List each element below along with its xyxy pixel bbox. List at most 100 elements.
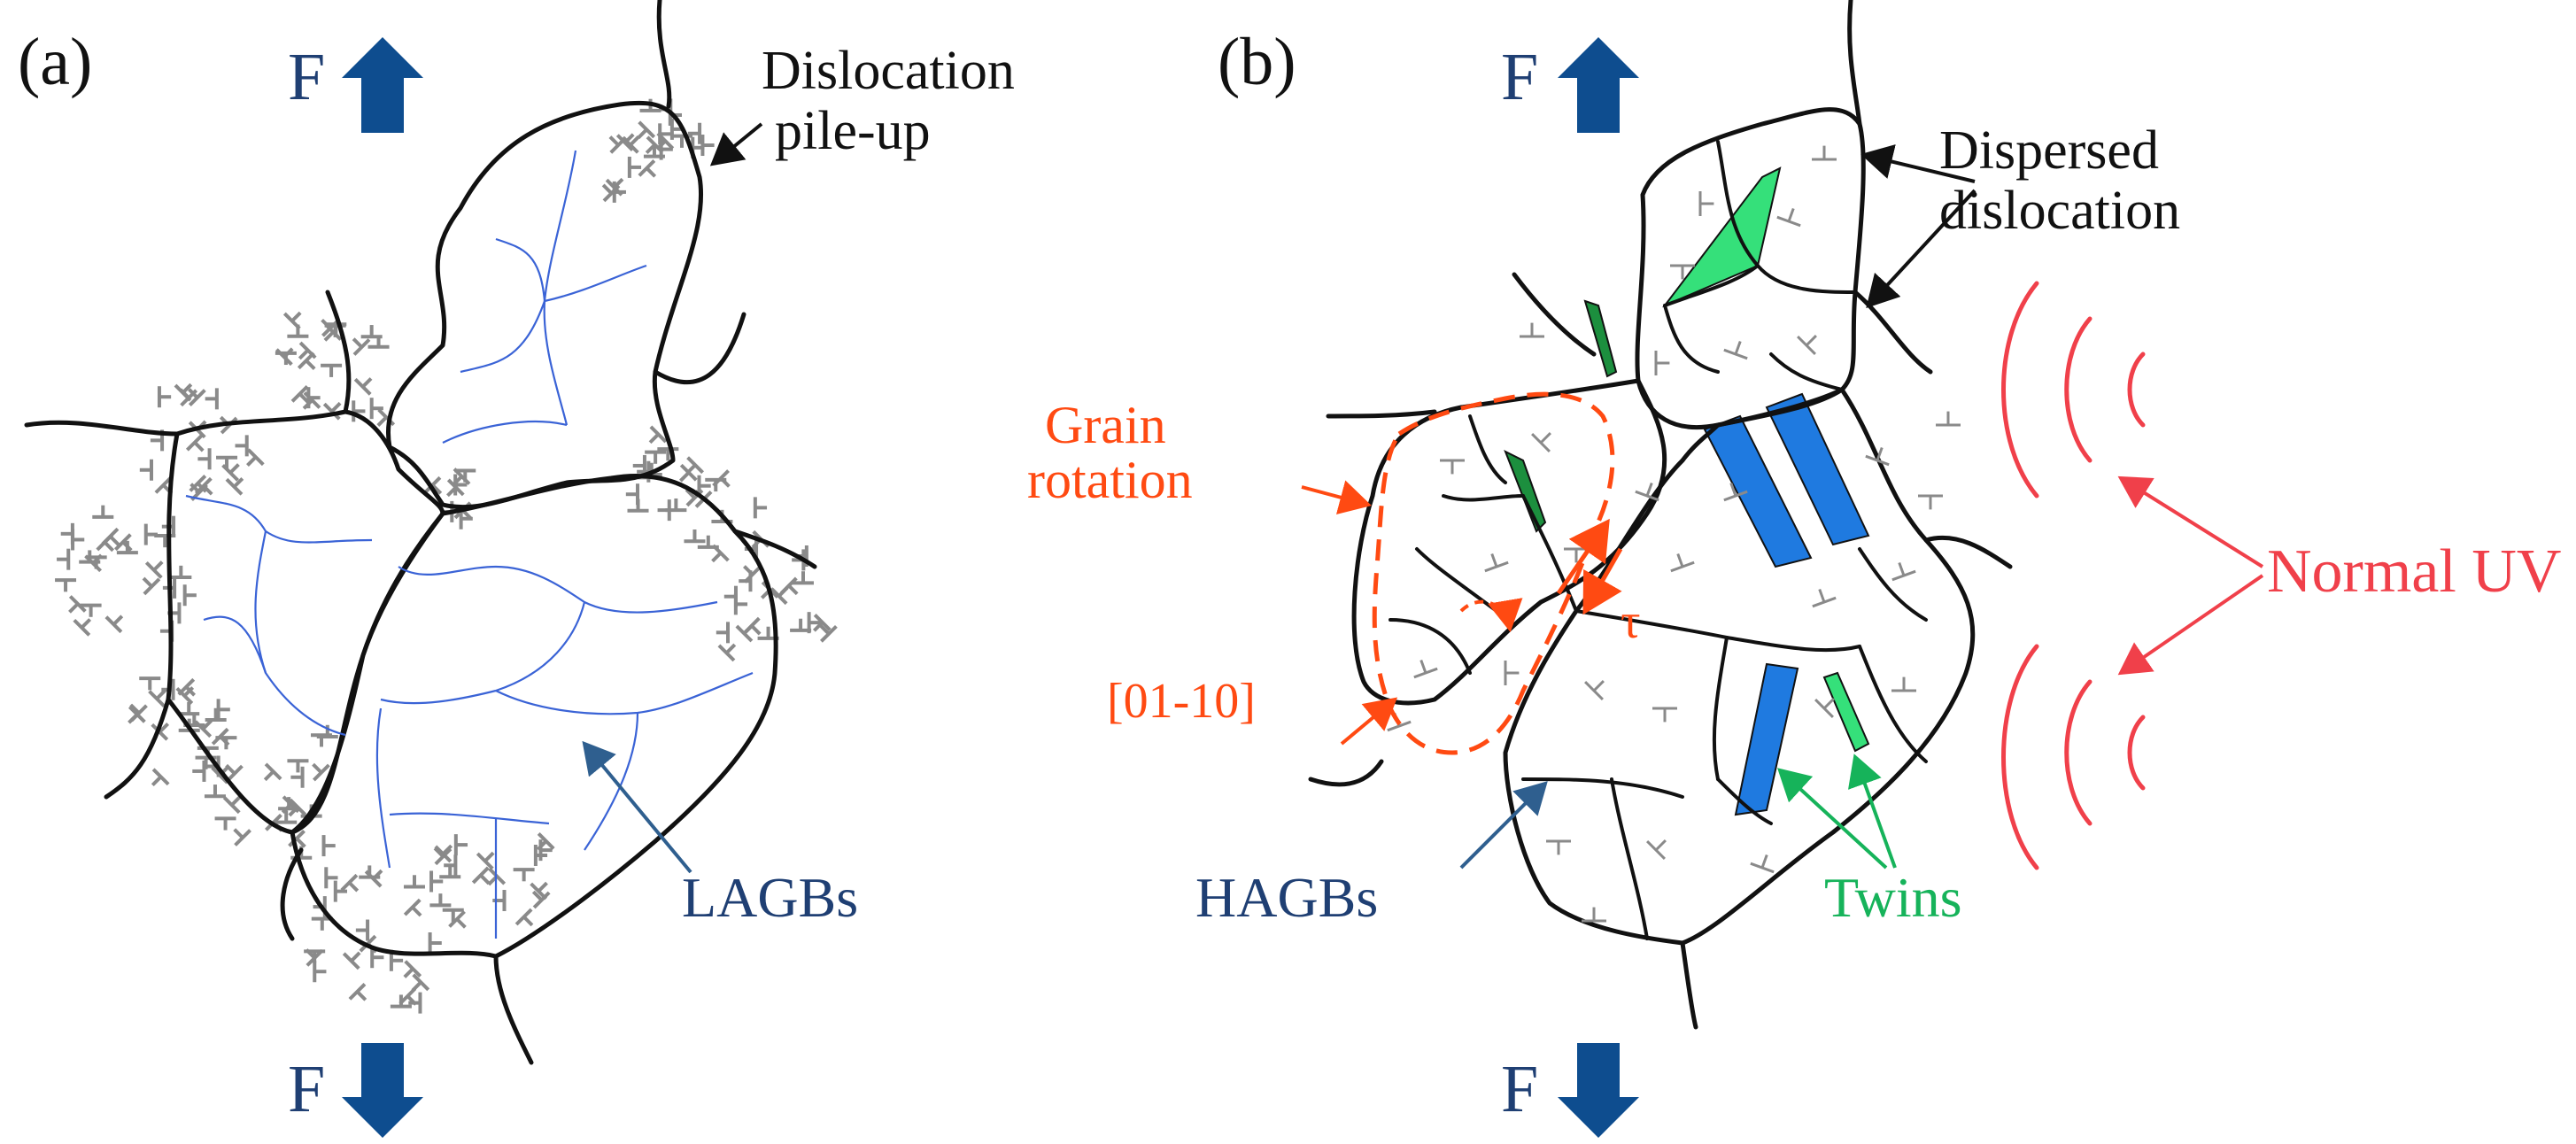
dislocation-symbol-icon <box>1635 483 1659 502</box>
dislocation-symbol-icon <box>403 960 422 978</box>
normal-uv-label: Normal UV <box>2267 537 2561 606</box>
dislocation-symbol-icon <box>287 324 309 338</box>
dislocation-symbol-icon <box>348 982 367 1001</box>
force-label-bottom-b: F <box>1501 1052 1538 1126</box>
dislocation-symbol-icon <box>753 497 768 519</box>
dislocation-symbol-icon <box>1670 264 1695 280</box>
twins-arrow-1 <box>1777 768 1888 870</box>
dislocation-symbol-icon <box>192 760 206 782</box>
dislocation-symbol-icon <box>685 456 704 475</box>
dislocation-symbol-icon <box>717 643 737 662</box>
dislocation-symbol-icon <box>233 828 251 846</box>
dislocation-symbol-icon <box>221 463 240 482</box>
dislocation-symbol-icon <box>1797 335 1817 355</box>
dislocation-symbol-icon <box>712 469 731 488</box>
grain-rotation-outline <box>1372 391 1615 755</box>
dislocation-symbol-icon <box>290 384 310 404</box>
grain-rotation-label-line2: rotation <box>1027 451 1193 509</box>
uv-arrow-down <box>2117 574 2264 676</box>
dislocation-symbol-icon <box>333 880 348 902</box>
dislocation-symbol-icon <box>648 425 668 444</box>
dislocation-symbol-icon <box>1584 680 1605 700</box>
dislocation-symbol-icon <box>60 522 74 545</box>
panel-a: (a) F F <box>18 0 1015 1138</box>
dislocation-symbol-icon <box>340 873 360 893</box>
twins-label: Twins <box>1824 866 1962 929</box>
dislocation-symbol-icon <box>476 851 495 870</box>
dislocation-symbol-icon <box>104 615 124 634</box>
dislocation-symbol-icon <box>790 618 812 632</box>
dislocation-symbol-icon <box>305 948 324 967</box>
dislocation-symbol-icon <box>1918 494 1943 510</box>
dislocation-symbol-icon <box>211 727 230 746</box>
dislocation-symbol-icon <box>657 499 671 522</box>
dislocation-symbol-icon <box>205 388 219 410</box>
rotation-arrow-icon <box>1459 598 1523 632</box>
dislocation-symbol-icon <box>1776 208 1801 228</box>
dislocation-symbol-icon <box>1812 589 1837 608</box>
dislocation-symbol-icon <box>779 576 799 596</box>
panel-b-label: (b) <box>1218 25 1296 99</box>
dislocation-symbol-icon <box>403 898 422 917</box>
dislocation-symbol-icon <box>1504 661 1520 685</box>
dislocation-symbol-icon <box>360 325 383 339</box>
dislocation-symbol-icon <box>170 565 192 580</box>
arrow-up-icon <box>1558 37 1639 133</box>
dislocation-symbol-icon <box>310 733 332 747</box>
dislocation-symbol-icon <box>1531 432 1551 452</box>
dislocation-symbol-icon <box>189 474 208 493</box>
dislocation-symbol-icon <box>287 759 309 773</box>
force-label-bottom-a: F <box>288 1052 325 1126</box>
dislocation-symbol-icon <box>359 865 381 879</box>
dislocation-symbol-icon <box>302 391 321 410</box>
dislocation-symbol-icon <box>263 762 282 782</box>
dislocation-symbol-icon <box>175 686 195 705</box>
dislocation-symbol-icon <box>129 703 148 723</box>
dislocation-symbol-icon <box>684 529 706 544</box>
dislocation-symbol-icon <box>1646 839 1667 860</box>
dispersed-arrow-1 <box>1860 144 1976 183</box>
dislocation-symbol-icon <box>185 433 205 452</box>
arrow-up-icon <box>342 37 423 133</box>
dislocation-symbol-icon <box>182 584 197 607</box>
dislocation-symbol-icon <box>429 893 452 908</box>
dislocation-symbol-icon <box>355 919 370 941</box>
dislocation-symbol-icon <box>403 875 425 889</box>
grain-boundaries-a <box>24 0 817 1065</box>
subgrain-network-b <box>1389 140 1928 940</box>
dislocation-symbol-icon <box>411 973 430 993</box>
grain-rotation-label-line1: Grain <box>1045 396 1166 454</box>
dislocation-symbol-icon <box>819 624 838 643</box>
dislocation-symbol-icon <box>711 544 730 563</box>
twin-bands <box>1504 166 1870 816</box>
dislocation-symbol-icon <box>1582 907 1606 923</box>
dislocation-symbol-icon <box>278 797 300 811</box>
dislocation-symbol-icon <box>743 565 762 584</box>
dislocation-symbol-icon <box>601 183 621 203</box>
dislocation-symbol-icon <box>1750 854 1775 874</box>
dislocation-symbol-icon <box>376 408 396 427</box>
dislocation-symbol-icon <box>154 475 174 495</box>
dislocation-symbol-icon <box>637 120 656 140</box>
dislocation-symbol-icon <box>733 593 748 615</box>
dislocation-symbol-icon <box>324 323 346 337</box>
dislocation-symbol-icon <box>148 689 166 708</box>
dislocation-symbol-icon <box>514 908 534 927</box>
force-label-top-b: F <box>1501 40 1538 114</box>
dislocation-symbol-icon <box>1520 322 1544 338</box>
dislocation-symbol-icon <box>671 134 693 148</box>
dislocation-symbol-icon <box>178 701 200 716</box>
dislocation-symbol-icon <box>429 870 444 893</box>
dislocation-symbol-icon <box>352 337 371 356</box>
dislocation-symbol-icon <box>246 448 265 467</box>
dislocation-symbol-icon <box>433 846 453 866</box>
uv-arrow-up <box>2117 475 2264 568</box>
dislocation-symbol-icon <box>1814 698 1835 718</box>
dislocation-symbol-icon <box>428 931 442 954</box>
dislocation-symbol-icon <box>96 533 115 553</box>
dislocation-symbol-icon <box>687 122 702 144</box>
panel-a-label: (a) <box>18 25 92 99</box>
dislocation-symbol-icon <box>615 133 635 152</box>
dislocation-symbol-icon <box>538 839 553 862</box>
